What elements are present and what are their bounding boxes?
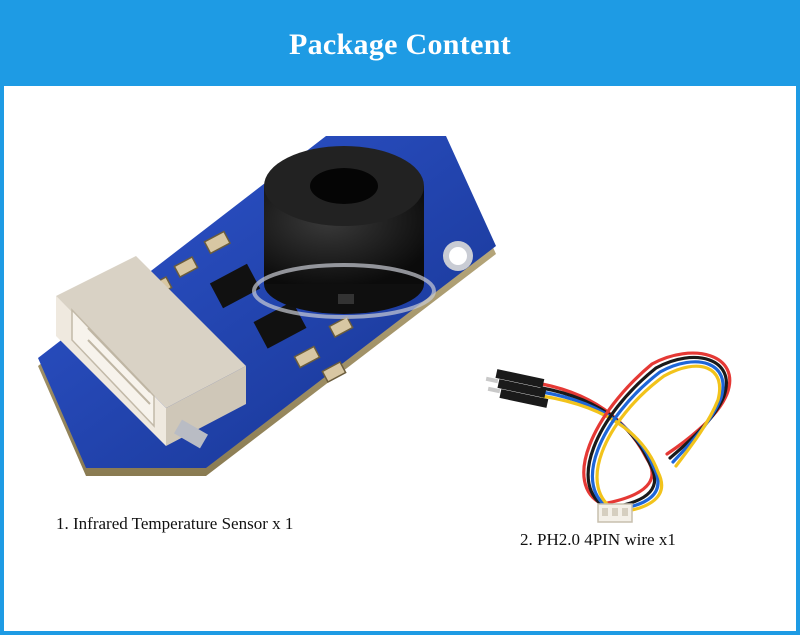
infrared-temperature-sensor-image — [38, 136, 496, 476]
item-caption-wire: 2. PH2.0 4PIN wire x1 — [520, 530, 676, 549]
header-banner: Package Content — [4, 4, 796, 86]
header-divider — [4, 86, 796, 92]
ir-sensor-can — [252, 146, 436, 319]
wire-bundle — [540, 351, 732, 514]
ph2-4pin-wire-image — [485, 351, 732, 523]
item-caption-sensor: 1. Infrared Temperature Sensor x 1 — [56, 514, 294, 533]
page-title: Package Content — [289, 28, 511, 61]
dupont-connector — [485, 369, 549, 408]
ph2-connector — [56, 256, 246, 449]
ph2-plug — [597, 503, 633, 523]
